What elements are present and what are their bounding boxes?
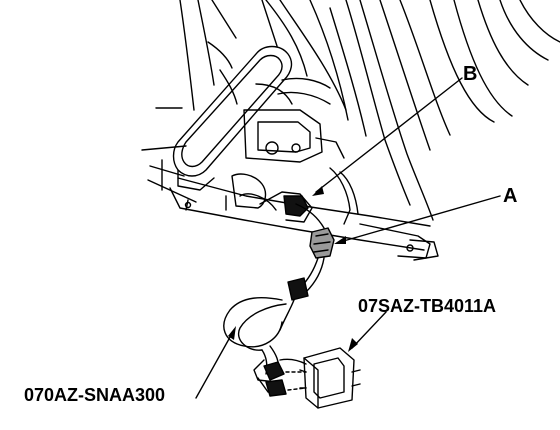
test-harness-cable [223,297,307,397]
callout-label-a: A [503,185,518,207]
buckle-housing [172,45,293,191]
tool-part-number-label: 07SAZ-TB4011A [358,296,497,316]
seat-frame [141,0,560,261]
cable-part-number-label: 070AZ-SNAA300 [24,385,166,405]
callout-label-b: B [463,63,478,85]
inflator-simulator-box [299,347,361,409]
buckle-switch-connector [231,173,325,229]
leader-lines [195,77,501,399]
leader-arrowheads [228,186,358,352]
